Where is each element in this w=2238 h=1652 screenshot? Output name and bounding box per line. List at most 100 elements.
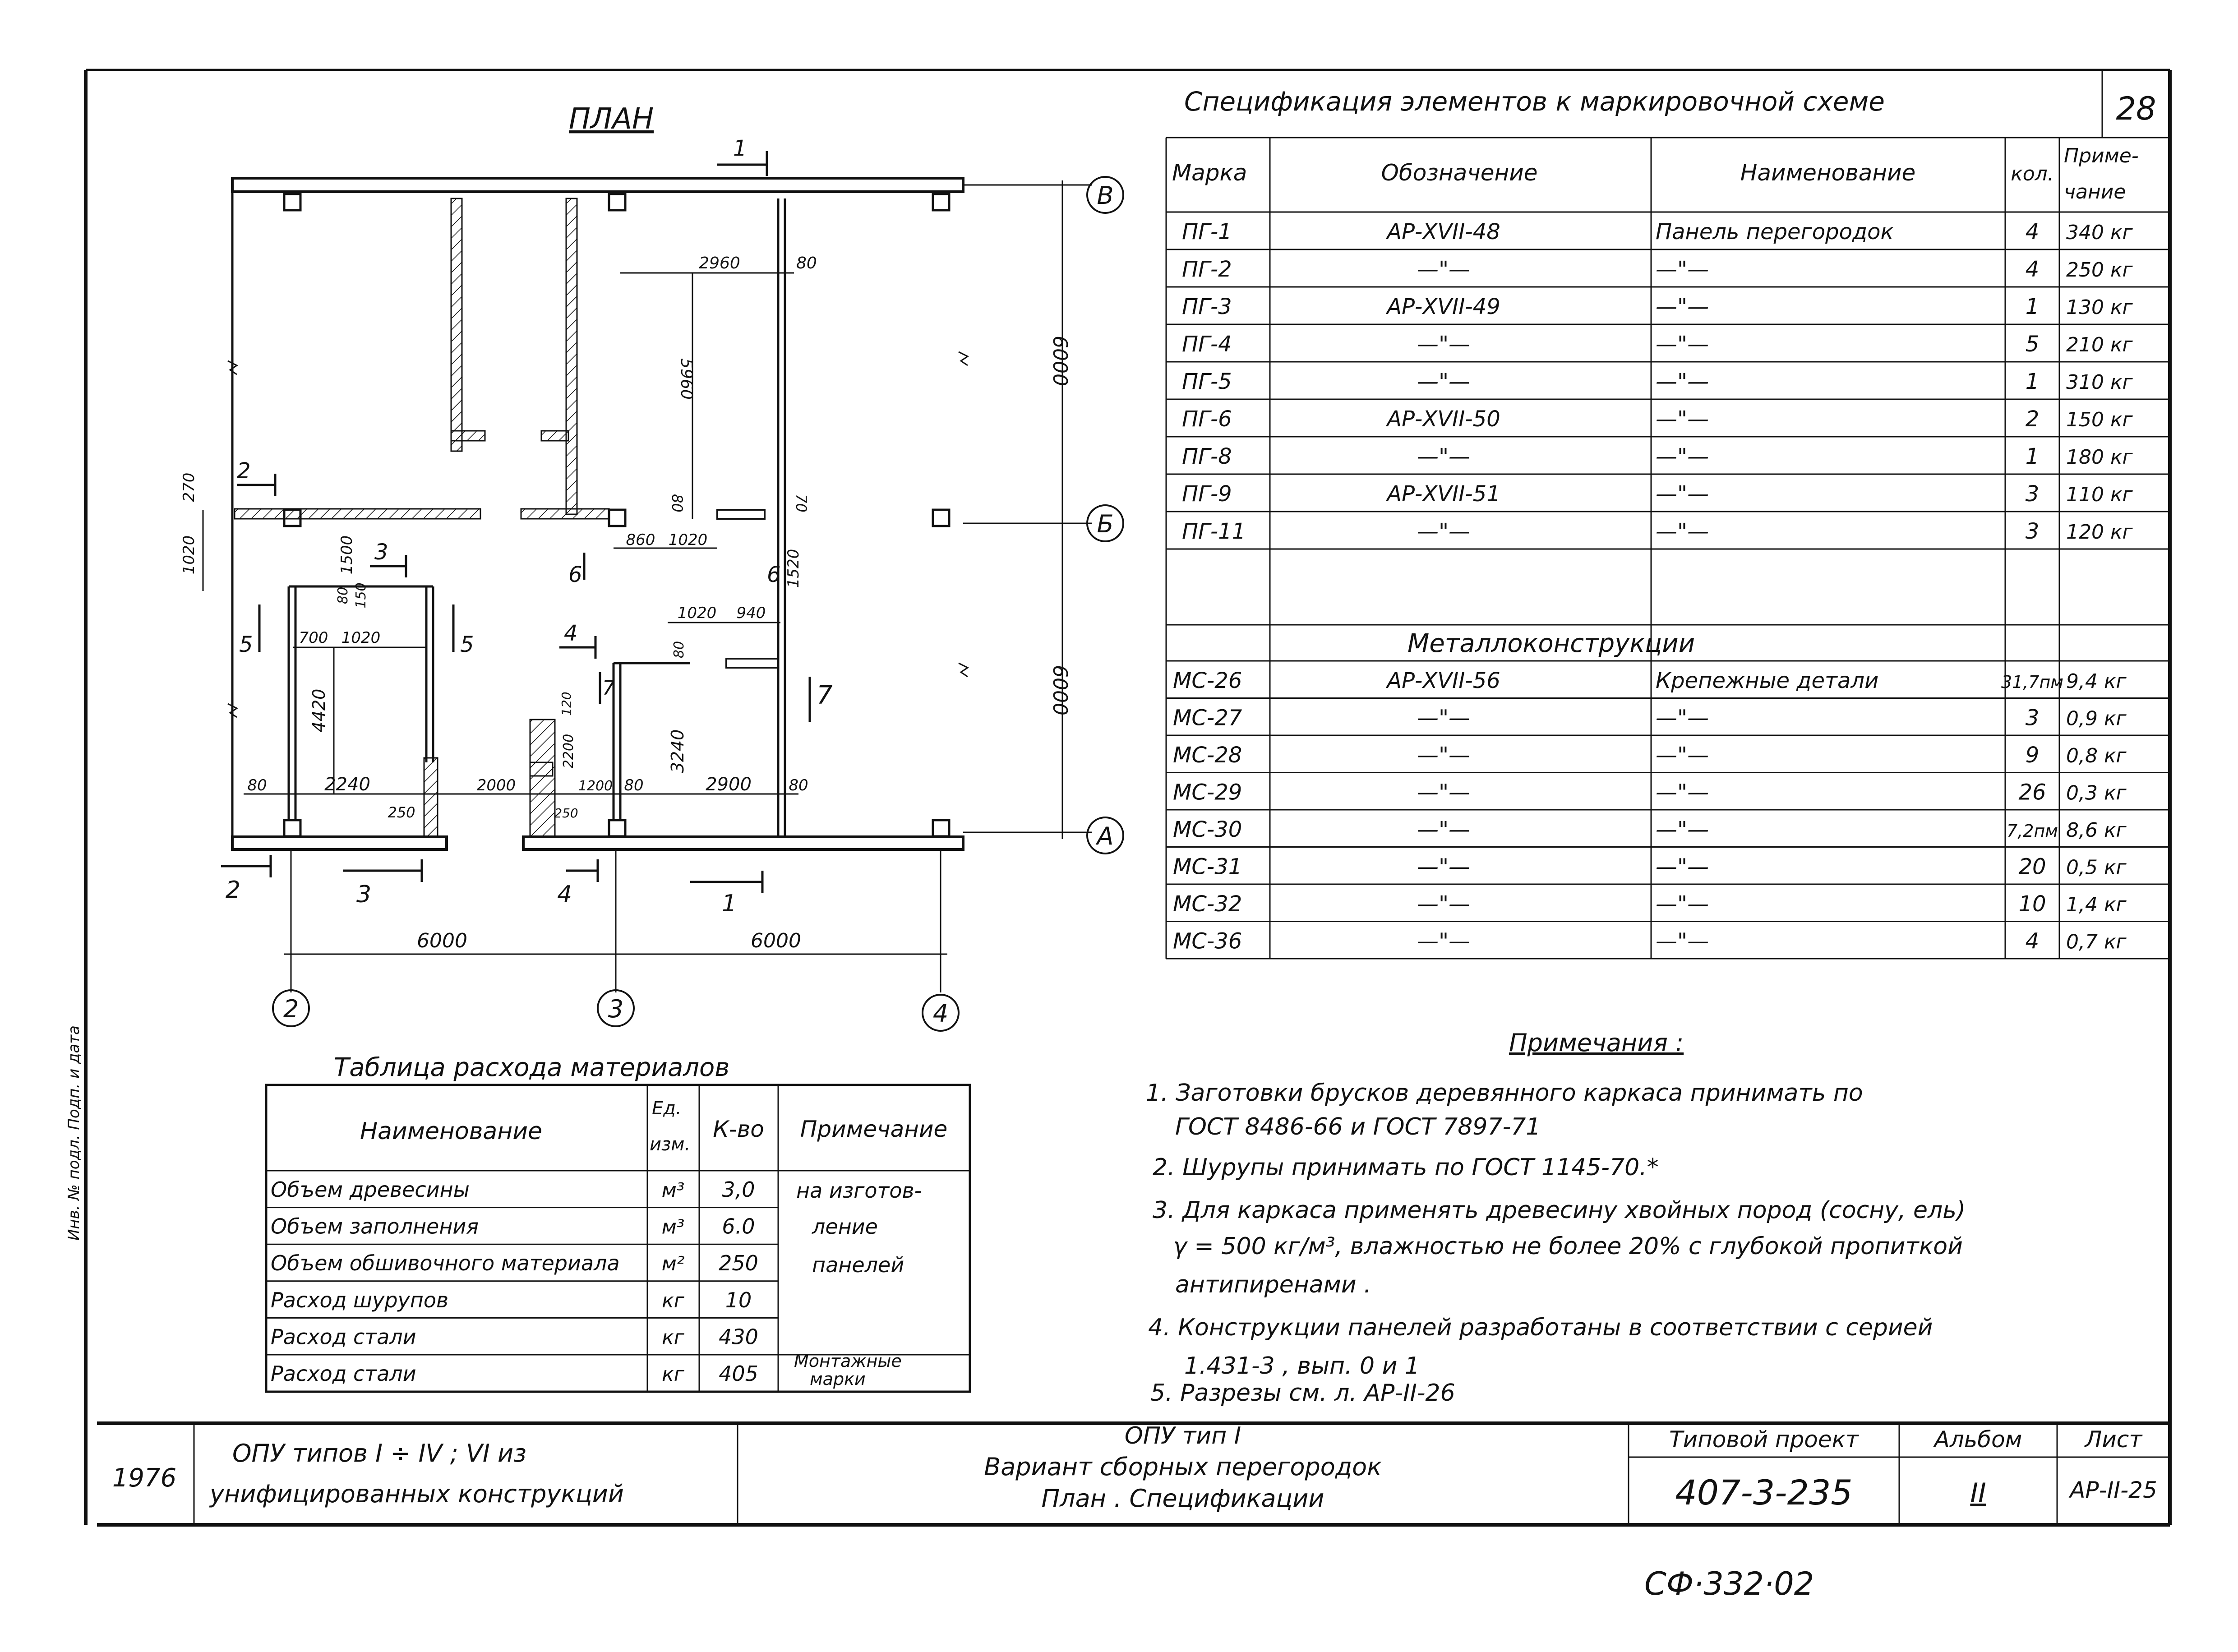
metal-row-name: —"—	[1656, 929, 1709, 954]
materials-row-unit: м³	[662, 1216, 685, 1239]
note-line-6: антипиренами .	[1175, 1271, 1371, 1298]
axis-number-middle: 3	[608, 995, 623, 1023]
note-line-7: 4. Конструкции панелей разработаны в соо…	[1148, 1314, 1933, 1341]
svg-text:700: 700	[299, 629, 328, 647]
spec-row-qty: 5	[2026, 332, 2040, 357]
metal-row-name: —"—	[1656, 854, 1709, 880]
svg-text:80: 80	[789, 776, 808, 794]
metal-row-mark: МС-30	[1173, 817, 1242, 842]
svg-text:80: 80	[669, 494, 686, 512]
materials-note-line-1: на изготов-	[796, 1178, 922, 1203]
svg-text:1200: 1200	[578, 778, 613, 794]
metal-row-name: —"—	[1656, 891, 1709, 917]
svg-text:1: 1	[733, 136, 747, 161]
metal-row-code: —"—	[1417, 891, 1470, 917]
metal-row-note: 0,8 кг	[2066, 744, 2127, 767]
svg-text:1020: 1020	[180, 535, 198, 575]
title-block: 1976 ОПУ типов I ÷ IV ; VI из унифициров…	[97, 1421, 2170, 1525]
materials-header-note: Примечание	[800, 1116, 947, 1142]
materials-header-name: Наименование	[360, 1118, 542, 1145]
svg-text:2: 2	[226, 877, 240, 904]
title-project-2: унифицированных конструкций	[209, 1480, 624, 1508]
metal-row-qty: 10	[2018, 891, 2046, 917]
svg-text:940: 940	[737, 604, 766, 622]
spec-title: Спецификация элементов к маркировочной с…	[1184, 86, 1885, 117]
sheet-frame: 28	[84, 69, 2172, 1527]
spec-header-code: Обозначение	[1381, 160, 1538, 186]
spec-header-note-1: Приме-	[2064, 144, 2139, 167]
title-desc-2: Вариант сборных перегородок	[984, 1453, 1382, 1481]
materials-table: Таблица расхода материалов Наименование …	[265, 1053, 971, 1393]
svg-text:250: 250	[388, 804, 415, 821]
metal-row-code: —"—	[1417, 780, 1470, 805]
note-line-2: ГОСТ 8486-66 и ГОСТ 7897-71	[1175, 1113, 1541, 1140]
svg-text:70: 70	[793, 494, 810, 512]
svg-text:5: 5	[460, 632, 474, 657]
metal-row-note: 0,7 кг	[2066, 931, 2127, 954]
materials-row-qty: 405	[719, 1361, 758, 1386]
spec-row-name: —"—	[1656, 444, 1709, 469]
materials-row-name: Объем древесины	[271, 1177, 470, 1202]
spec-row-mark: ПГ-11	[1182, 519, 1246, 544]
spec-header-qty: кол.	[2011, 162, 2054, 185]
svg-text:4420: 4420	[309, 689, 329, 733]
title-album-value: II	[1970, 1477, 1986, 1509]
spec-row-code: АР-ХVII-51	[1385, 481, 1500, 507]
svg-text:1020: 1020	[678, 604, 717, 622]
dim-bottom-left: 6000	[417, 929, 467, 952]
spec-row-note: 120 кг	[2066, 521, 2133, 544]
materials-row-name: Расход стали	[271, 1324, 416, 1349]
title-sheet-label: Лист	[2084, 1426, 2143, 1453]
spec-row-qty: 3	[2026, 519, 2040, 544]
materials-row-unit: м²	[662, 1252, 685, 1275]
svg-text:80: 80	[335, 587, 351, 604]
metal-row-qty: 20	[2018, 854, 2046, 880]
metal-row-code: —"—	[1417, 854, 1470, 880]
materials-title: Таблица расхода материалов	[334, 1053, 729, 1082]
svg-text:2900: 2900	[706, 774, 752, 795]
spec-row-name: —"—	[1656, 406, 1709, 432]
title-project-1: ОПУ типов I ÷ IV ; VI из	[232, 1439, 526, 1467]
metal-row-mark: МС-32	[1173, 891, 1242, 917]
metal-row-name: —"—	[1656, 743, 1709, 768]
note-line-1: 1. Заготовки брусков деревянного каркаса…	[1146, 1080, 1863, 1107]
metal-row-code: —"—	[1417, 929, 1470, 954]
materials-row-qty: 250	[719, 1251, 758, 1275]
metal-row-note: 8,6 кг	[2066, 819, 2127, 842]
svg-text:1520: 1520	[784, 549, 803, 588]
materials-row-name: Объем обшивочного материала	[271, 1251, 620, 1275]
materials-row-qty: 3,0	[722, 1177, 755, 1202]
spec-row-name: Панель перегородок	[1656, 219, 1894, 245]
spec-row-mark: ПГ-4	[1182, 332, 1232, 357]
metal-row-mark: МС-26	[1173, 668, 1242, 693]
svg-text:7: 7	[817, 681, 833, 710]
spec-row-code: —"—	[1417, 444, 1470, 469]
svg-text:2960: 2960	[699, 254, 740, 272]
spec-row-mark: ПГ-1	[1182, 219, 1232, 245]
spec-row-code: АР-ХVII-48	[1385, 219, 1500, 245]
metal-row-qty: 3	[2026, 706, 2040, 731]
spec-row-qty: 1	[2026, 444, 2040, 469]
metal-row-note: 0,5 кг	[2066, 856, 2127, 879]
spec-header-name: Наименование	[1740, 160, 1916, 186]
spec-header-mark: Марка	[1172, 160, 1247, 186]
section-marks: 1 2 3 4 5 5 6 6 7 7 1	[221, 136, 833, 917]
metal-row-code: —"—	[1417, 743, 1470, 768]
spec-row-name: —"—	[1656, 369, 1709, 394]
svg-text:3240: 3240	[668, 729, 688, 773]
metal-row-code: —"—	[1417, 706, 1470, 731]
axis-letter-middle: Б	[1097, 510, 1113, 538]
notes-block: Примечания : 1. Заготовки брусков деревя…	[1146, 1029, 1966, 1407]
materials-row-unit: кг	[662, 1289, 685, 1312]
note-line-9: 5. Разрезы см. л. АР-II-26	[1150, 1380, 1455, 1407]
axis-number-right: 4	[933, 999, 948, 1028]
materials-row-qty: 10	[725, 1288, 752, 1312]
materials-note-last-2: марки	[810, 1369, 866, 1389]
title-album-label: Альбом	[1933, 1426, 2022, 1453]
materials-row-qty: 430	[719, 1324, 758, 1349]
metal-row-name: —"—	[1656, 706, 1709, 731]
spec-row-note: 210 кг	[2066, 333, 2133, 356]
svg-text:2200: 2200	[561, 734, 577, 768]
spec-row-code: —"—	[1417, 369, 1470, 394]
